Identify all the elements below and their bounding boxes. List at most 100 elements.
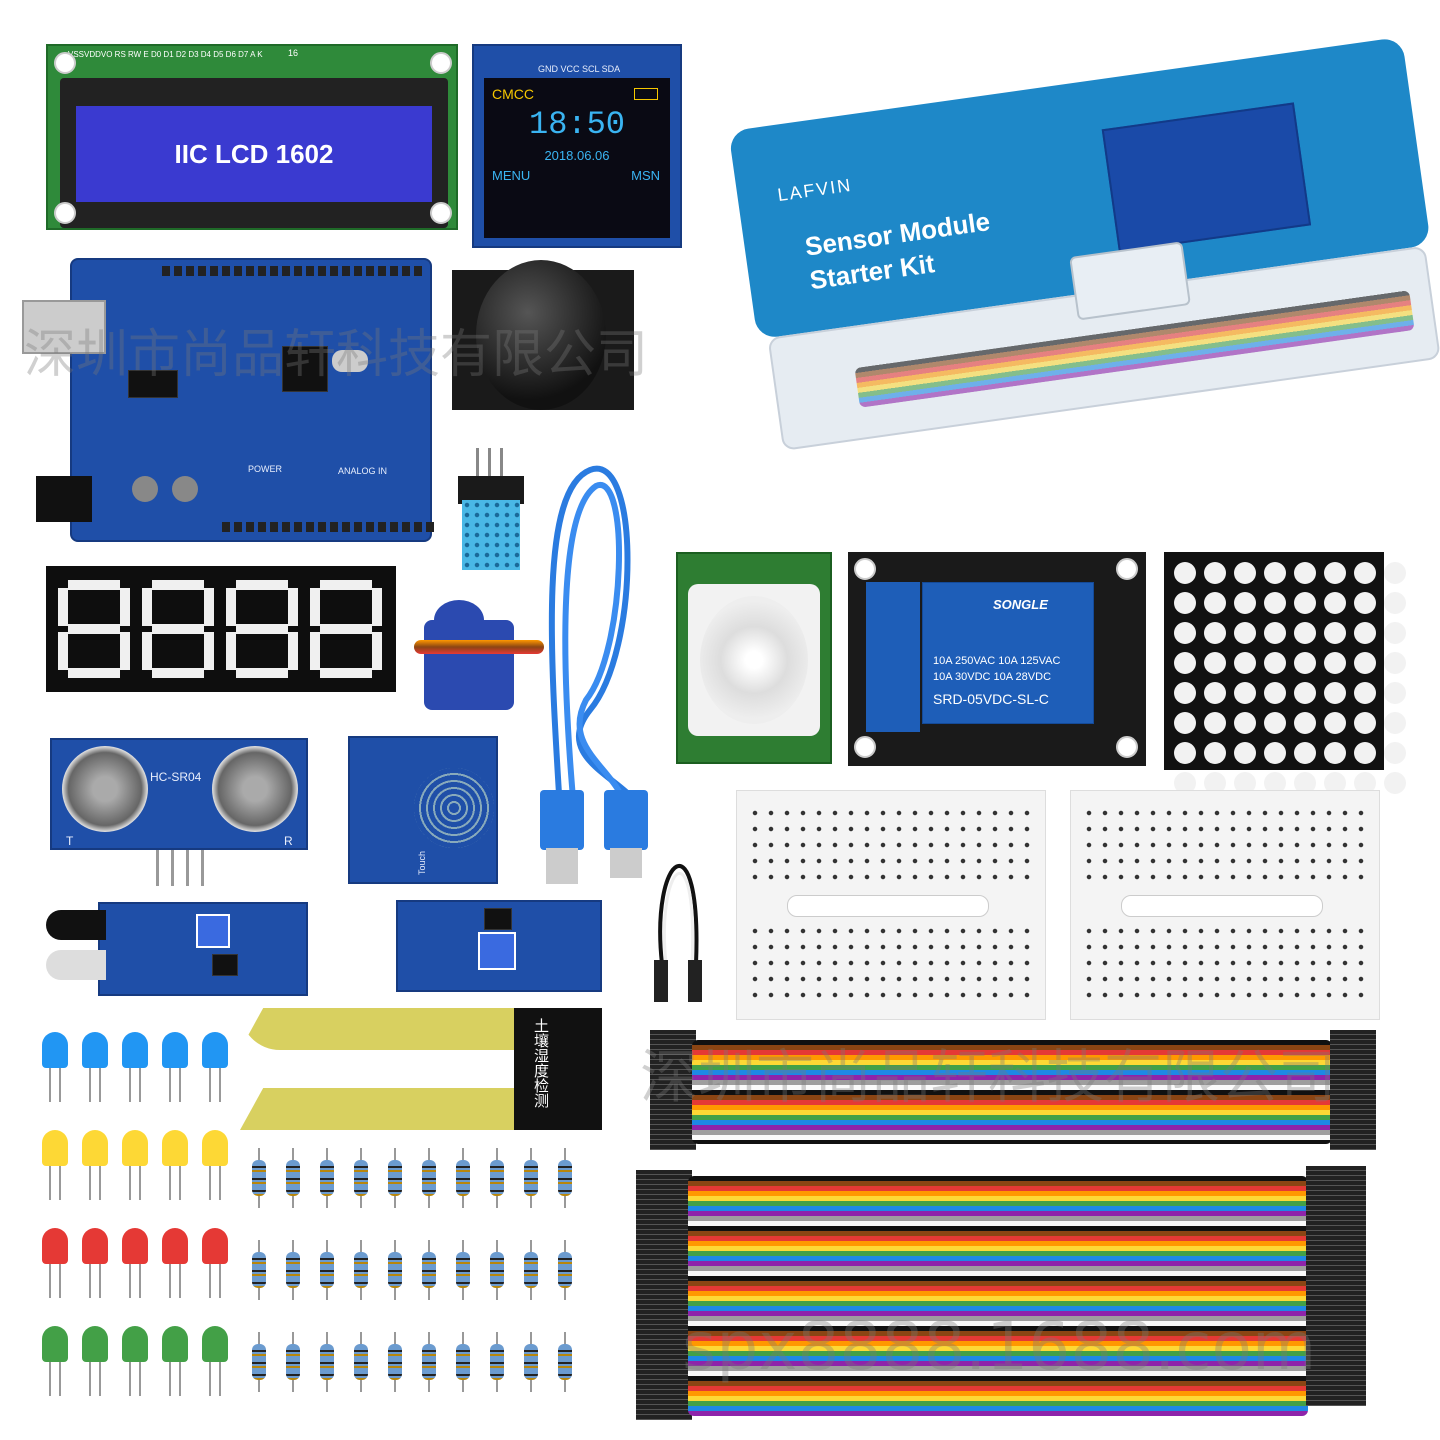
matrix-dot [1174,622,1196,644]
segment [320,580,372,590]
ir-led-receiver [46,950,106,980]
usb-c-port [22,300,106,354]
oled-date-text: 2018.06.06 [544,148,610,163]
led [122,1326,148,1396]
led [82,1326,108,1396]
matrix-dot [1234,652,1256,674]
matrix-dot [1384,592,1406,614]
dupont-wire-ends-right [1306,1166,1366,1406]
led [162,1326,188,1396]
matrix-dot [1294,772,1316,794]
terminal-block [866,582,920,732]
matrix-dot [1384,742,1406,764]
matrix-dot [1354,712,1376,734]
resistor [252,1240,266,1300]
segment [236,580,288,590]
ultrasonic-model-label: HC-SR04 [150,770,202,784]
resistor [320,1240,334,1300]
resistor [524,1332,538,1392]
oled-menu-text: MENU [492,168,531,183]
storage-box: LAFVIN Sensor Module Starter Kit [720,0,1440,468]
dht11-body [462,500,520,570]
matrix-dot [1294,652,1316,674]
led [202,1032,228,1102]
box-uno-illustration [1101,102,1312,253]
uno-analog-label: ANALOG IN [338,466,388,476]
watermark-company-mid: 深圳市尚品轩科技有限公司 [640,1043,1337,1111]
jumper-wire-pair [654,864,702,1002]
resistor [558,1240,572,1300]
matrix-dot [1354,772,1376,794]
relay-brand: SONGLE [993,597,1048,612]
resistor [354,1332,368,1392]
matrix-dot [1174,772,1196,794]
led [82,1032,108,1102]
matrix-dot [1204,592,1226,614]
ultrasonic-sensor-hc-sr04: HC-SR04 T R [50,738,308,850]
four-digit-7seg-display [46,566,396,692]
matrix-dot [1204,682,1226,704]
pir-dome [700,596,808,724]
matrix-dot [1204,562,1226,584]
dupont-wire-ends-right [1330,1030,1376,1150]
segment [320,668,372,678]
mini-breadboard-left [736,790,1046,1020]
touch-pad [414,768,494,848]
joystick-module [452,260,634,410]
arduino-uno-board: POWER ANALOG IN [22,258,434,542]
matrix-dot [1384,622,1406,644]
dc-jack [36,476,92,522]
touch-sensor-module: Touch [348,736,498,884]
matrix-dot [1264,622,1286,644]
ultrasonic-r-label: R [284,834,293,848]
matrix-dot [1234,592,1256,614]
segment [142,632,152,670]
segment [310,588,320,626]
mini-breadboard-right [1070,790,1380,1020]
matrix-dot [1384,652,1406,674]
ultrasonic-transducer-left [62,746,148,832]
matrix-dot [1234,682,1256,704]
lcd-1602-module: VSSVDDVO RS RW E D0 D1 D2 D3 D4 D5 D6 D7… [46,44,458,230]
matrix-dot [1204,772,1226,794]
matrix-dot [1324,622,1346,644]
segment [372,632,382,670]
usb-cable [540,465,648,884]
segment [68,580,120,590]
matrix-dot [1264,742,1286,764]
resistor [456,1332,470,1392]
led [162,1130,188,1200]
segment [152,668,204,678]
dupont-wire-bundle-long [688,1176,1308,1416]
box-brand-text: LAFVIN [776,174,854,206]
ultrasonic-t-label: T [66,834,74,848]
led [42,1130,68,1200]
matrix-dot [1174,562,1196,584]
resistor [524,1148,538,1208]
matrix-dot [1264,712,1286,734]
servo-motor [414,600,544,716]
led [82,1228,108,1298]
matrix-dot [1384,712,1406,734]
matrix-dot [1294,592,1316,614]
relay-spec-line1: 10A 250VAC 10A 125VAC [933,655,1061,667]
matrix-dot [1324,652,1346,674]
matrix-dot [1264,772,1286,794]
segment [204,588,214,626]
segment [58,588,68,626]
pir-motion-sensor [676,552,832,764]
matrix-dot [1324,772,1346,794]
resistor [354,1240,368,1300]
resistor [320,1332,334,1392]
resistor [252,1148,266,1208]
led [82,1130,108,1200]
crystal-oscillator [332,350,368,372]
matrix-dot [1174,652,1196,674]
lcd-screen-text: IIC LCD 1602 [174,138,334,169]
matrix-dot [1354,622,1376,644]
seg-digit [310,580,382,678]
matrix-dot [1354,592,1376,614]
segment [310,632,320,670]
segment [226,588,236,626]
oled-display-module: GND VCC SCL SDA CMCC 18:50 2018.06.06 ME… [472,44,682,248]
